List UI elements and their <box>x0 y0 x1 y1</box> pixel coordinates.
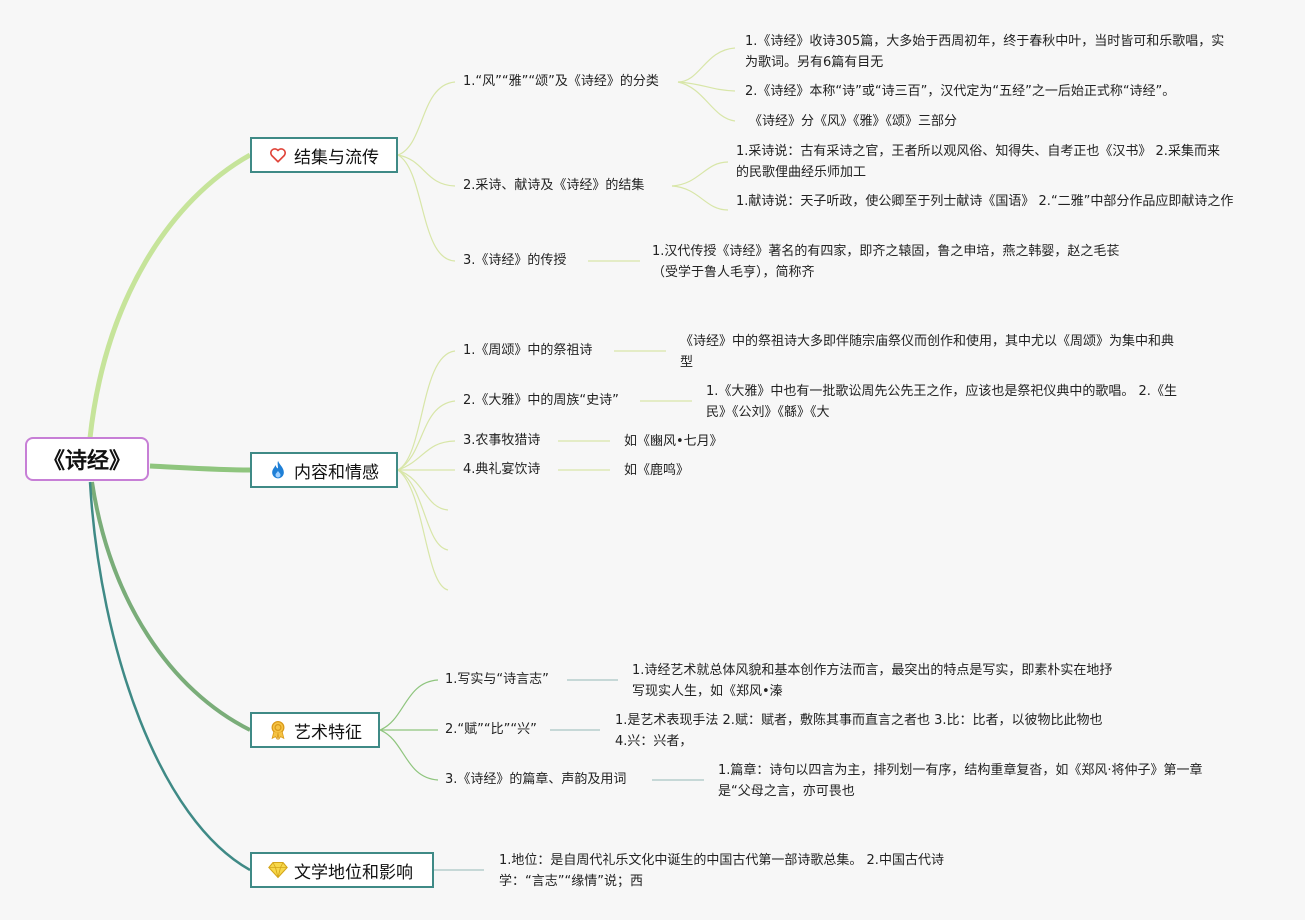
child-node-epic-poems[interactable]: 2.《大雅》中的周族“史诗” <box>463 393 619 408</box>
leaf-node[interactable]: 1.《诗经》收诗305篇，大多始于西周初年，终于春秋中叶，当时皆可和乐歌唱，实为… <box>745 34 1225 70</box>
leaf-node[interactable]: 1.献诗说：天子听政，使公卿至于列士献诗《国语》 2.“二雅”中部分作品应即献诗… <box>736 194 1234 209</box>
diamond-icon <box>268 860 288 880</box>
leaf-node[interactable]: 1.《大雅》中也有一批歌讼周先公先王之作，应该也是祭祀仪典中的歌唱。 2.《生民… <box>706 384 1177 420</box>
branch-node-content[interactable]: 内容和情感 <box>250 452 398 488</box>
child-node-structure[interactable]: 3.《诗经》的篇章、声韵及用词 <box>445 772 627 787</box>
branch-node-status[interactable]: 文学地位和影响 <box>250 852 434 888</box>
leaf-node[interactable]: 2.《诗经》本称“诗”或“诗三百”，汉代定为“五经”之一后始正式称“诗经”。 <box>745 84 1176 99</box>
leaf-node[interactable]: 《诗经》分《风》《雅》《颂》三部分 <box>749 114 958 129</box>
child-node-compilation[interactable]: 2.采诗、献诗及《诗经》的结集 <box>463 178 645 193</box>
branch-node-collection[interactable]: 结集与流传 <box>250 137 398 173</box>
connector-root-b1 <box>87 152 252 439</box>
branch-label: 艺术特征 <box>294 722 362 743</box>
leaf-node[interactable]: 1.篇章：诗句以四言为主，排列划一有序，结构重章复沓，如《郑风·将仲子》第一章是… <box>718 763 1203 799</box>
flame-icon <box>268 460 288 480</box>
child-node-fu-bi-xing[interactable]: 2.“赋”“比”“兴” <box>445 722 537 737</box>
child-node-farming-poems[interactable]: 3.农事牧猎诗 <box>463 433 541 448</box>
leaf-node[interactable]: 1.地位：是自周代礼乐文化中诞生的中国古代第一部诗歌总集。 2.中国古代诗学：“… <box>499 853 944 889</box>
leaf-node[interactable]: 如《豳风•七月》 <box>624 434 723 449</box>
branch-label: 文学地位和影响 <box>294 862 413 883</box>
child-node-ancestor-poems[interactable]: 1.《周颂》中的祭祖诗 <box>463 343 593 358</box>
child-node-banquet-poems[interactable]: 4.典礼宴饮诗 <box>463 462 541 477</box>
leaf-node[interactable]: 1.汉代传授《诗经》著名的有四家，即齐之辕固，鲁之申培，燕之韩婴，赵之毛苌（受学… <box>652 244 1120 280</box>
connector-root-b3 <box>90 481 251 732</box>
child-node-realism[interactable]: 1.写实与“诗言志” <box>445 672 549 687</box>
branch-node-art[interactable]: 艺术特征 <box>250 712 380 748</box>
branch-label: 结集与流传 <box>294 147 379 168</box>
connector-root-b4 <box>88 481 251 872</box>
root-title: 《诗经》 <box>42 449 131 474</box>
leaf-node[interactable]: 《诗经》中的祭祖诗大多即伴随宗庙祭仪而创作和使用，其中尤以《周颂》为集中和典型 <box>680 334 1175 370</box>
child-node-transmission[interactable]: 3.《诗经》的传授 <box>463 253 567 268</box>
branch-label: 内容和情感 <box>294 462 379 483</box>
root-node[interactable]: 《诗经》 <box>25 437 149 481</box>
leaf-node[interactable]: 1.诗经艺术就总体风貌和基本创作方法而言，最突出的特点是写实，即素朴实在地抒写现… <box>632 663 1113 699</box>
medal-icon <box>268 720 288 740</box>
connector-root-b2 <box>149 463 251 473</box>
heart-icon <box>268 145 288 165</box>
leaf-node[interactable]: 1.采诗说：古有采诗之官，王者所以观风俗、知得失、自考正也《汉书》 2.采集而来… <box>736 144 1220 180</box>
leaf-node[interactable]: 如《鹿鸣》 <box>624 463 690 478</box>
leaf-node[interactable]: 1.是艺术表现手法 2.赋：赋者，敷陈其事而直言之者也 3.比：比者，以彼物比此… <box>615 713 1103 749</box>
child-node-classification[interactable]: 1.“风”“雅”“颂”及《诗经》的分类 <box>463 74 659 89</box>
